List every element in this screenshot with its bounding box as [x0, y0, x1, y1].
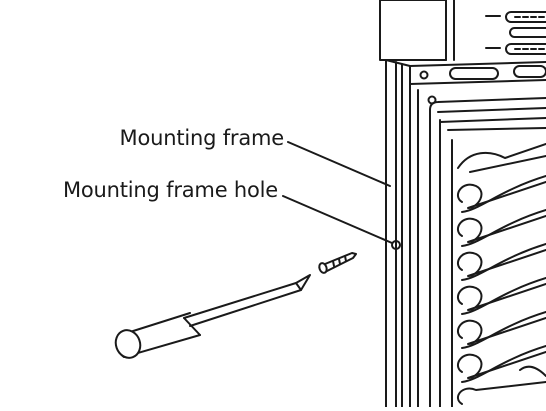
- mounting-frame-hole-label: Mounting frame hole: [63, 180, 278, 201]
- leader-line-hole: [283, 196, 392, 243]
- mounting-frame-label: Mounting frame: [120, 128, 284, 149]
- top-cover-block: [380, 0, 454, 60]
- screw-icon: [318, 253, 356, 274]
- top-vent-slots: [486, 12, 546, 54]
- leader-line-frame: [288, 142, 390, 186]
- card-guides: [458, 144, 546, 404]
- screwdriver-icon: [112, 275, 310, 361]
